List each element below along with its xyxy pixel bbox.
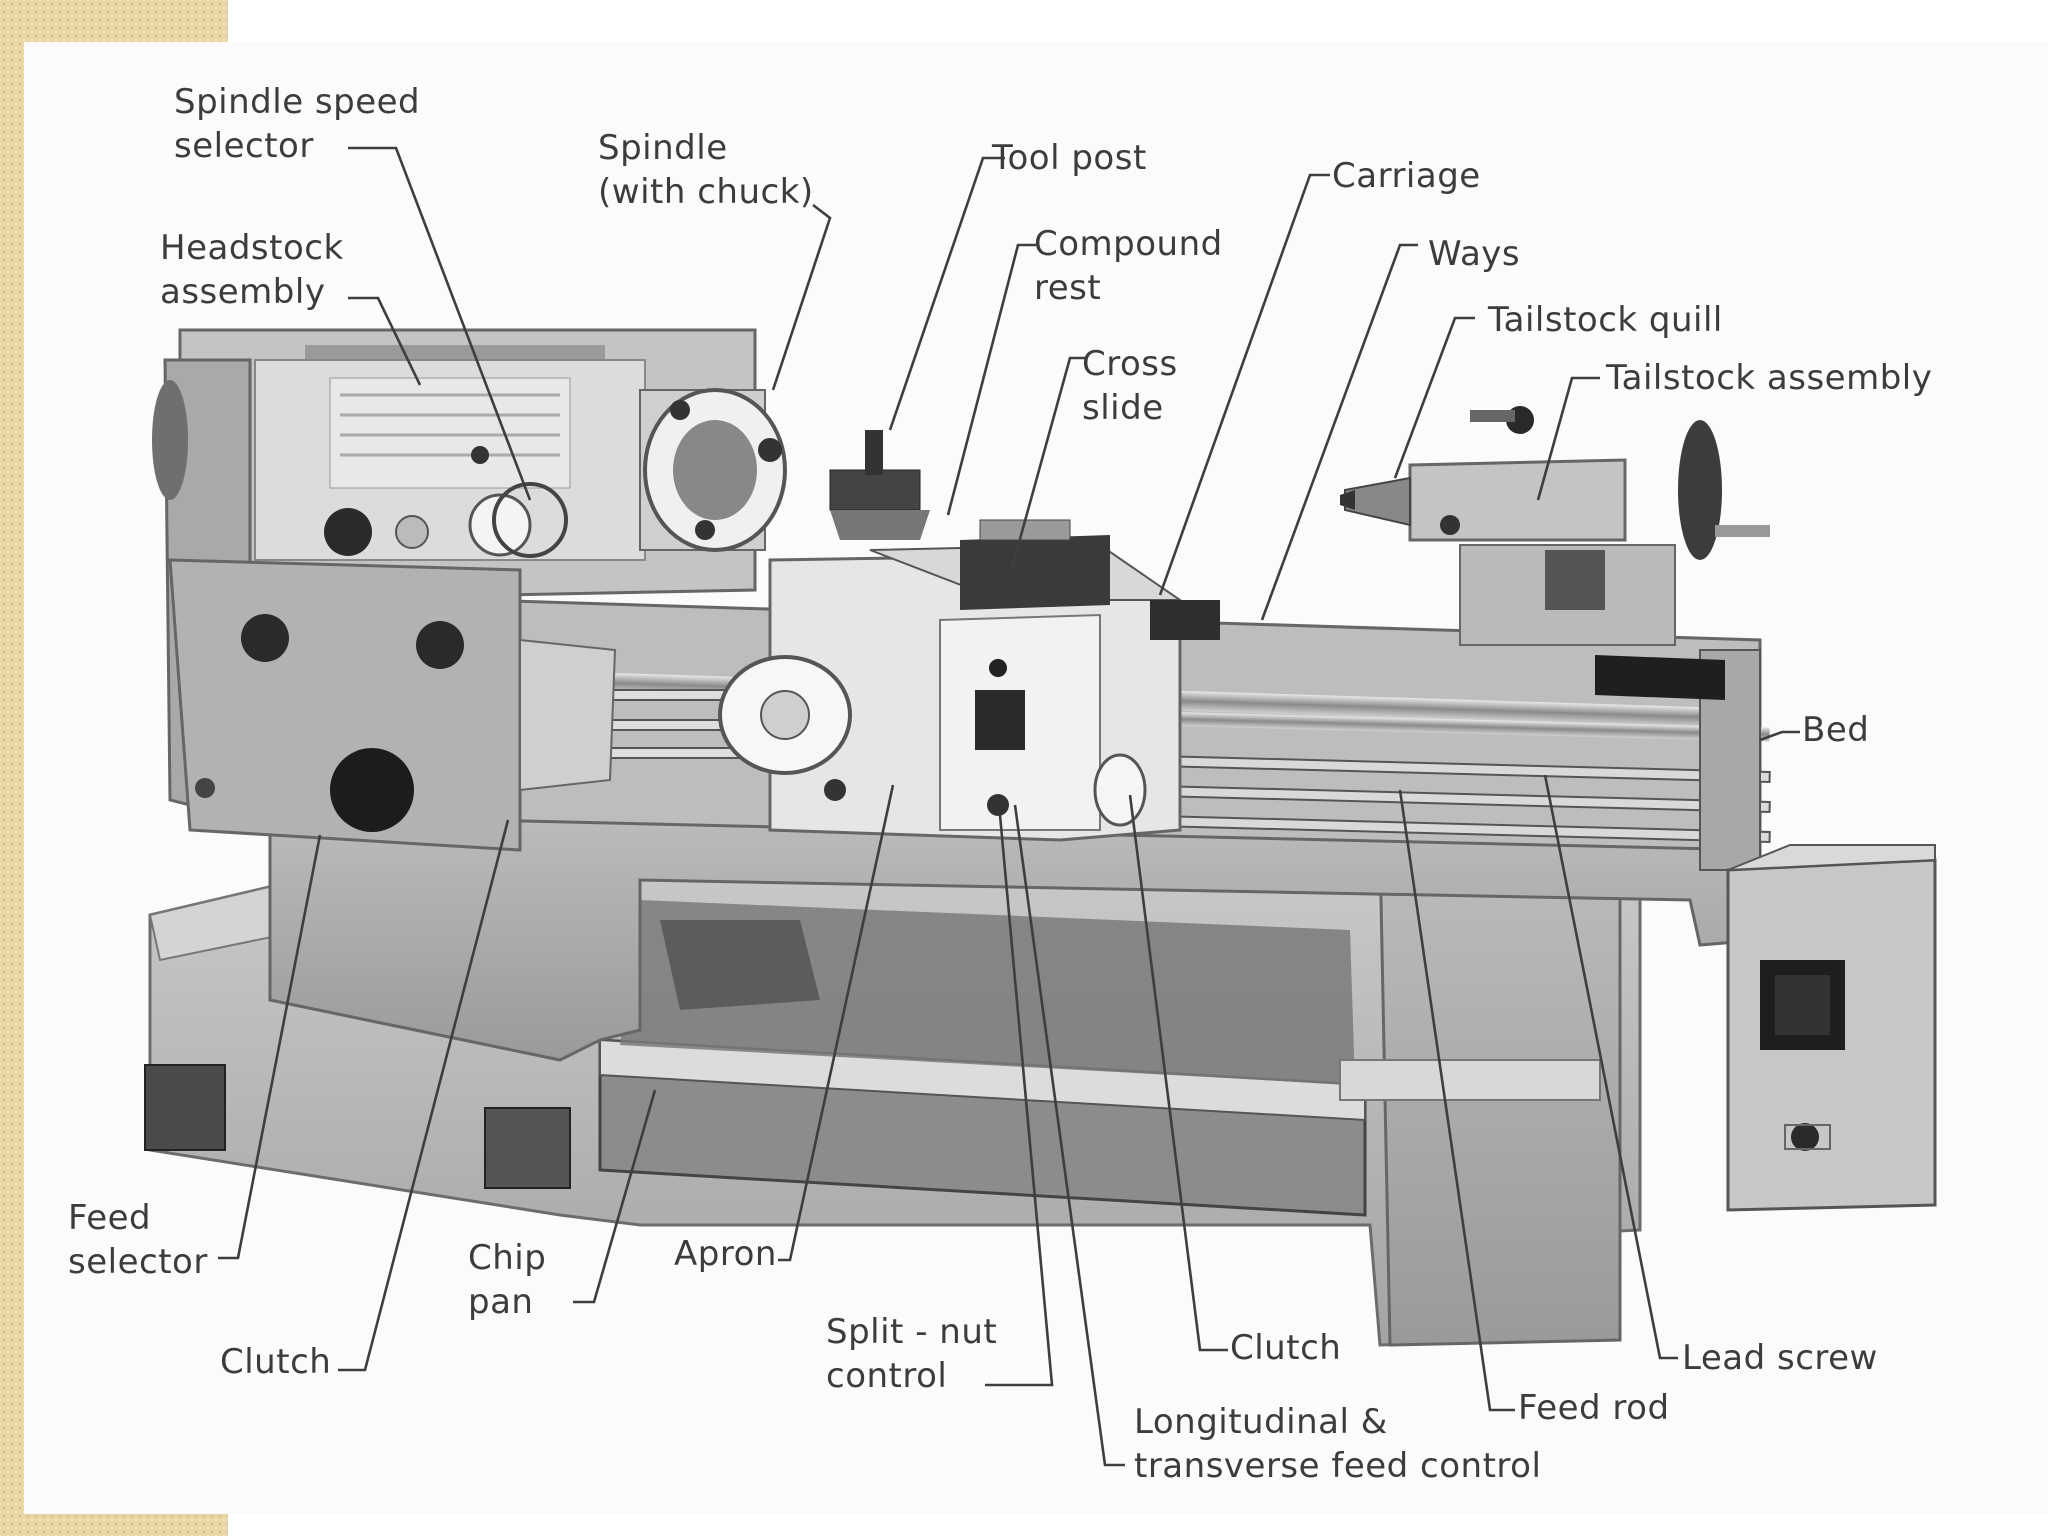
label-feed-control: Longitudinal & transverse feed control (1134, 1402, 1542, 1486)
label-feed-selector: Feed selector (68, 1198, 208, 1282)
leader-compound-rest (946, 243, 1036, 516)
leader-bed (1759, 730, 1800, 742)
leader-spindle-speed-selector (348, 146, 532, 501)
label-carriage: Carriage (1332, 156, 1481, 196)
label-clutch-left: Clutch (220, 1342, 332, 1382)
leader-split-nut-control (985, 814, 1054, 1387)
label-compound-rest: Compound rest (1034, 224, 1223, 308)
leader-carriage (1158, 173, 1330, 596)
leader-apron (778, 784, 895, 1262)
headstock (152, 328, 787, 852)
label-ways: Ways (1428, 234, 1521, 274)
leader-ways (1260, 243, 1418, 621)
chip-pan (598, 900, 1367, 1217)
tailstock (1340, 406, 1770, 646)
label-tool-post: Tool post (992, 138, 1147, 178)
carriage (718, 430, 1220, 842)
label-headstock-assembly: Headstock assembly (160, 228, 344, 312)
leader-feed-control (1013, 804, 1125, 1467)
label-spindle: Spindle (with chuck) (598, 128, 814, 212)
leader-feed-rod (1398, 789, 1515, 1412)
leader-spindle (771, 203, 832, 391)
label-spindle-speed-selector: Spindle speed selector (174, 82, 421, 166)
headstock-chart (329, 377, 571, 489)
leader-lead-screw (1543, 774, 1678, 1360)
leader-tailstock-quill (1393, 316, 1475, 479)
label-tailstock-assembly: Tailstock assembly (1606, 358, 1933, 398)
electrical-control-box (1726, 844, 1937, 1212)
leader-clutch-left (338, 819, 510, 1372)
leader-chip-pan (573, 1089, 657, 1304)
label-lead-screw: Lead screw (1682, 1338, 1878, 1378)
frame-strip-bottom (228, 1514, 2048, 1536)
label-chip-pan: Chip pan (468, 1238, 547, 1322)
leader-headstock-assembly (348, 296, 422, 386)
label-clutch-right: Clutch (1230, 1328, 1342, 1368)
label-apron: Apron (674, 1234, 777, 1274)
label-split-nut-control: Split - nut control (826, 1312, 998, 1396)
label-cross-slide: Cross slide (1082, 344, 1178, 428)
frame-strip-top (228, 0, 2048, 42)
chuck (639, 388, 787, 552)
leader-lines (218, 146, 1800, 1467)
label-tailstock-quill: Tailstock quill (1488, 300, 1723, 340)
leader-clutch-right (1128, 794, 1228, 1352)
label-feed-rod: Feed rod (1518, 1388, 1670, 1428)
leader-tool-post (888, 156, 1005, 431)
leader-cross-slide (1010, 356, 1085, 569)
leader-feed-selector (218, 834, 322, 1260)
leader-tailstock-assembly (1536, 376, 1600, 501)
label-bed: Bed (1802, 710, 1870, 750)
